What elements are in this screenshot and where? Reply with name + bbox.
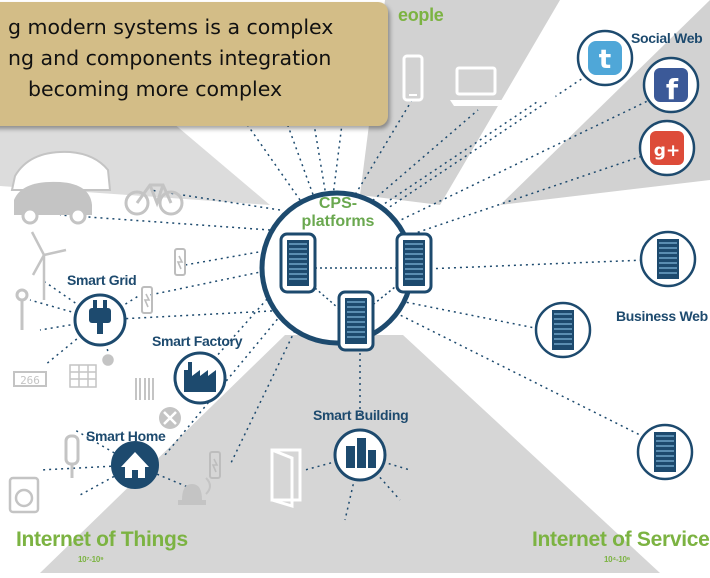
plug-icon [141,286,153,314]
server-icon [636,423,694,481]
twitter-icon: t [576,29,634,87]
car-icon [10,150,112,225]
smart-factory-label: Smart Factory [152,333,243,349]
laptop-icon [450,66,502,106]
people-label: eople [398,5,444,25]
solar-panel-icon [69,354,114,388]
phone-icon [534,54,556,102]
cps-label-line2: platforms [301,213,375,230]
callout-line-3: becoming more complex [28,77,283,101]
social-web-label: Social Web [631,30,703,46]
cps-label-line1: CPS- [318,195,358,212]
cps-platforms-label: CPS- platforms [295,195,381,231]
plug-icon [174,248,186,276]
svg-text:t: t [599,45,611,75]
person-plug-icon [15,288,29,330]
facebook-icon: f [642,56,700,114]
cps-platform-hub [259,190,433,352]
wind-turbine-icon [30,231,67,300]
house-icon [111,441,159,489]
server-icon [639,230,697,288]
building-icon [333,428,387,482]
alarm-icon [178,477,211,505]
factory-icon [173,351,227,405]
internet-of-services-scale: 10⁴-10⁶ [604,555,631,564]
internet-of-things-scale: 10⁷-10⁹ [78,555,104,564]
server-icon [534,301,592,359]
door-icon [270,448,302,509]
internet-of-services-title: Internet of Services [532,528,710,551]
business-web-label: Business Web [616,308,708,324]
barcode-icon [135,378,154,400]
connection-lines [29,19,661,521]
server-icon [395,232,433,294]
callout-line-1: g modern systems is a complex [8,15,334,39]
washing-machine-icon [8,476,40,514]
text-callout-box: g modern systems is a complex ng and com… [0,2,388,126]
people-devices [307,54,556,164]
svg-text:266: 266 [20,374,40,387]
bicycle-icon [124,183,184,216]
lamp-icon [64,434,80,478]
callout-line-2: ng and components integration [8,46,332,70]
internet-of-things-title: Internet of Things [16,528,188,551]
google-plus-icon: g+ [638,119,696,177]
server-icon [279,232,317,294]
plug-icon [73,293,127,347]
smart-home-label: Smart Home [86,428,166,444]
smart-grid-label: Smart Grid [67,272,137,288]
svg-text:f: f [666,73,679,106]
server-icon [337,290,375,352]
svg-text:g+: g+ [654,141,680,161]
meter-icon: 266 [13,371,47,387]
smart-building-label: Smart Building [313,407,409,423]
tools-icon [159,407,181,429]
